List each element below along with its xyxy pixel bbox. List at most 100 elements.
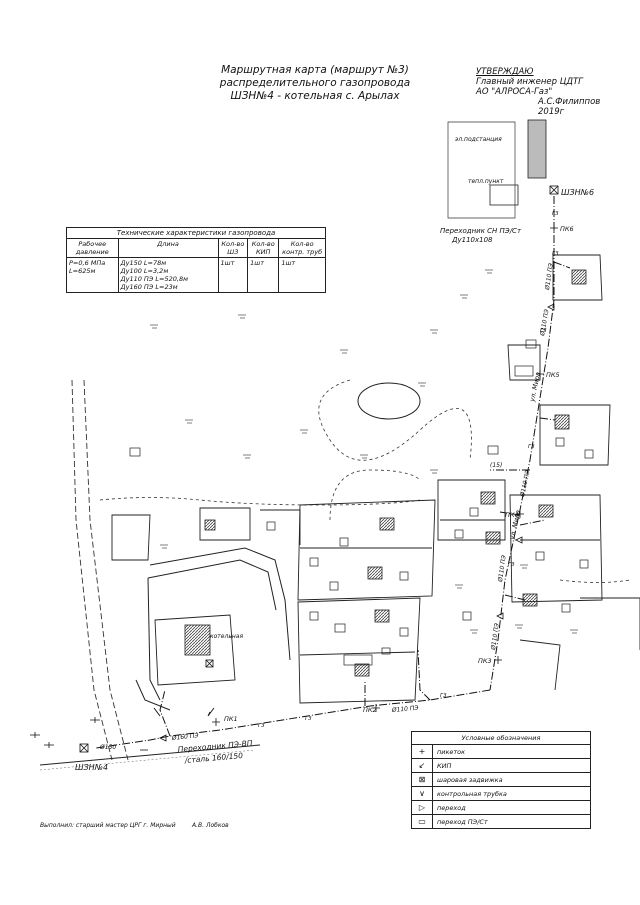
valve-icon: ⊠ (412, 773, 433, 786)
house-number-label: (15) (490, 462, 502, 469)
legend-item-label: шаровая задвижка (437, 775, 503, 784)
specs-header-szn: Кол-во ШЗ (217, 238, 249, 258)
g3-label: Г3 (258, 723, 265, 729)
legend-item: ⊠ шаровая задвижка (412, 773, 590, 787)
legend-item-label: пикеток (437, 747, 466, 756)
diameter-label-7: Ø160 ПЭ (170, 732, 199, 742)
building-plots (111, 254, 640, 704)
picket-icons (212, 224, 558, 726)
specs-kip-count: 1шт (247, 257, 280, 293)
transition-icons (159, 303, 555, 742)
picket-icon: + (412, 745, 433, 758)
specs-total-length: L=625м (69, 267, 96, 275)
map-title: Маршрутная карта (маршрут №3) распредели… (210, 64, 420, 103)
diameter-label-2: Ø110 ПЭ (539, 308, 551, 337)
valve-icon (205, 659, 214, 668)
substation-building (527, 119, 547, 179)
specs-caption: Технические характеристики газопровода (66, 227, 326, 239)
pk6-label: ПК6 (560, 225, 574, 233)
approval-title: УТВЕРЖДАЮ (476, 67, 534, 77)
gas-pipeline (95, 196, 571, 749)
terrain-dash-lines (99, 379, 631, 583)
valve-icons (79, 185, 559, 753)
utility-fence (447, 121, 516, 219)
grass-marks (150, 269, 578, 634)
g3-label: Г3 (305, 716, 312, 722)
g3-label: Г3 (552, 211, 559, 217)
pk5-label: ПК5 (546, 371, 560, 379)
control-tube-icon: ∨ (412, 787, 433, 800)
bottom-road-line (39, 744, 261, 766)
legend-item-label: КИП (437, 761, 452, 770)
diameter-label-5: Ø110 ПЭ (490, 622, 501, 651)
legend-item: ↙ КИП (412, 759, 590, 773)
adapter-top-label: Переходник СН ПЭ/Ст (440, 227, 522, 235)
valve-icon (549, 185, 559, 195)
specs-szn-count: 1шт (217, 257, 249, 293)
diameter-label-4: Ø110 ПЭ (497, 554, 508, 583)
pk3-label: ПК3 (478, 657, 492, 665)
map-title-line: ШЗН№4 - котельная с. Арылах (230, 90, 400, 102)
specs-length-row: Ду100 L=3,2м (120, 267, 169, 275)
approval-date: 2019г (538, 107, 565, 117)
adapter-bottom-size: /сталь 160/150 (183, 751, 243, 765)
pk2-label: ПК2 (363, 706, 377, 714)
kip-icons (153, 707, 215, 717)
boiler-label: котельная (210, 633, 243, 640)
diameter-label-6: Ø110 ПЭ (391, 705, 420, 714)
g3-label: Г3 (540, 328, 547, 334)
footer-name: А.В. Лобков (192, 822, 229, 829)
valve-icon (79, 743, 89, 753)
pipeline-specs-table: Технические характеристики газопровода Р… (66, 227, 326, 293)
map-title-line: Маршрутная карта (маршрут №3) (221, 64, 409, 76)
legend-item-label: переход (437, 803, 466, 812)
specs-pressure-value: Р=0,6 МПа (69, 259, 106, 267)
diameter-label-3: Ø110 ПЭ (519, 469, 532, 498)
map-title-line: распределительного газопровода (219, 77, 411, 89)
specs-tubes-count: 1шт (278, 257, 326, 293)
approval-position: Главный инженер ЦДТГ (476, 77, 583, 87)
legend-item-label: переход ПЭ/Ст (437, 817, 488, 826)
szn6-label: ШЗН№6 (561, 188, 594, 197)
legend-item: ▷ переход (412, 801, 590, 815)
szn4-label: ШЗН№4 (75, 763, 108, 772)
specs-length-row: Ду160 ПЭ L=23м (120, 283, 178, 291)
footer-compiled-by: Выполнил: старший мастер ЦРГ г. Мирный (40, 822, 176, 829)
transition-icon: ▷ (412, 801, 433, 814)
legend-item: + пикеток (412, 745, 590, 759)
road-edges (135, 547, 291, 711)
adapter-icon: ▭ (412, 815, 433, 828)
road-boundary (71, 379, 129, 761)
specs-length-row: Ду110 ПЭ L=520,8м (120, 275, 188, 283)
pond (357, 382, 421, 420)
legend-title: Условные обозначения (412, 732, 590, 745)
kip-icon: ↙ (412, 759, 433, 772)
pk4-label: ПК4 (505, 511, 519, 519)
legend-item-label: контрольная трубка (437, 789, 507, 798)
specs-header-tubes: Кол-во контр. труб (278, 238, 326, 258)
heatpoint-building (489, 184, 519, 206)
specs-lengths: Ду150 L=78м Ду100 L=3,2м Ду110 ПЭ L=520,… (117, 257, 219, 293)
approval-signer: А.С.Филиппов (538, 97, 601, 107)
g3-label: Г3 (552, 251, 559, 257)
diameter-label-1: Ø110 ПЭ (544, 262, 555, 291)
map-legend: Условные обозначения + пикеток ↙ КИП ⊠ шаро… (411, 731, 591, 829)
houses (184, 269, 587, 677)
specs-header-length: Длина (117, 238, 219, 258)
heatpoint-label: тепл.пункт (468, 178, 504, 185)
g3-label: Г3 (508, 562, 515, 568)
approval-org: АО "АЛРОСА-Газ" (476, 87, 553, 97)
outbuildings (129, 339, 594, 666)
g3-label: Г3 (528, 444, 535, 450)
specs-length-row: Ду150 L=78м (120, 259, 167, 267)
substation-label: эл.подстанция (455, 136, 502, 143)
specs-header-pressure: Рабочее давление (66, 238, 119, 258)
specs-header-kip: Кол-во КИП (247, 238, 280, 258)
specs-pressure: Р=0,6 МПа L=625м (66, 257, 119, 293)
road-markers (30, 717, 148, 751)
g3-label: Г3 (440, 693, 447, 699)
legend-item: ▭ переход ПЭ/Ст (412, 815, 590, 828)
diameter-label-8: Ø150 (99, 744, 116, 751)
approval-block: УТВЕРЖДАЮ Главный инженер ЦДТГ АО "АЛРОС… (476, 67, 616, 117)
